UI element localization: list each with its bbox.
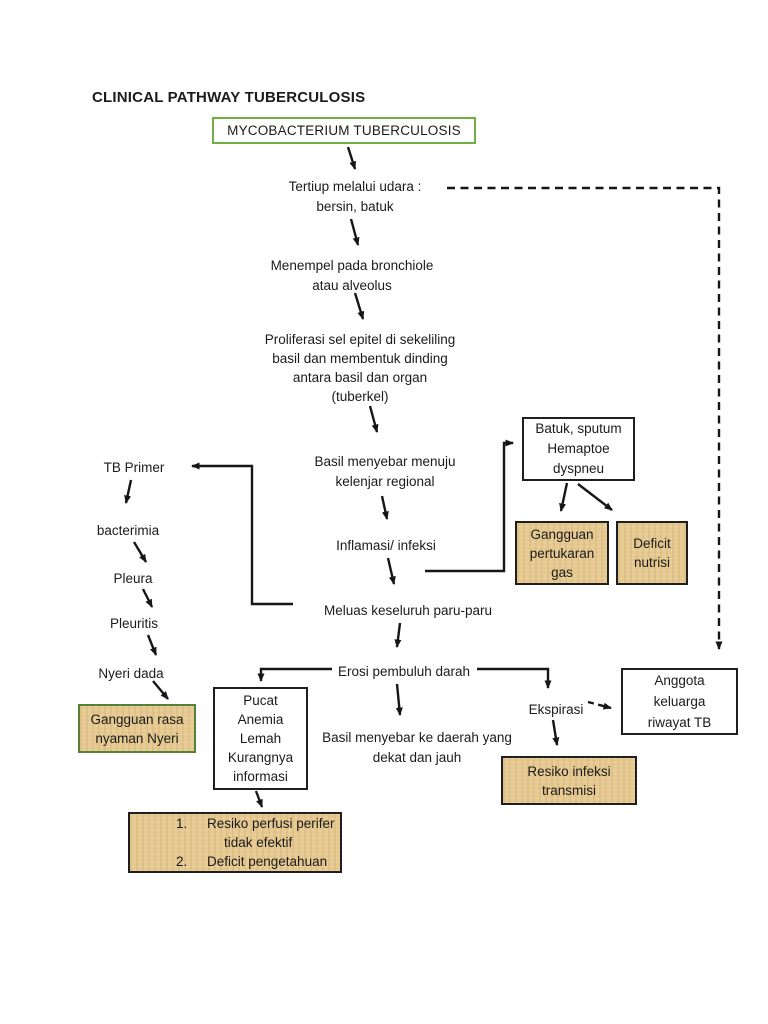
node-resiko-transmisi-box: Resiko infeksi transmisi [501,756,637,805]
elbow-inflamasi-to-batuk-box [425,439,514,573]
text-line: informasi [233,769,288,784]
text-line: keluarga [653,694,706,709]
node-label: MYCOBACTERIUM TUBERCULOSIS [227,123,461,138]
arrow-tertiup-to-menempel [349,218,360,246]
node-diagnosis-list-box: 1. Resiko perfusi perifer tidak efektif … [128,812,342,873]
page-title: CLINICAL PATHWAY TUBERCULOSIS [92,89,366,106]
text-line: (tuberkel) [331,389,389,404]
node-pleuritis: Pleuritis [109,616,158,631]
node-gangguan-nyeri-box: Gangguan rasa nyaman Nyeri [78,704,196,753]
node-basil-daerah: Basil menyebar ke daerah yang dekat dan … [316,728,518,768]
node-anggota-keluarga-box: Anggota keluarga riwayat TB [621,668,738,735]
text-line: Lemah [239,731,282,746]
text-line: Tertiup melalui udara : [288,179,422,194]
node-batuk-box: Batuk, sputum Hemaptoe dyspneu [522,417,635,481]
arrow-batuk-to-deficit-nutrisi [577,483,613,511]
arrow-pleuritis-to-nyeridada [146,634,158,656]
text-line: nyaman Nyeri [95,730,179,746]
text-line: Proliferasi sel epitel di sekeliling [264,332,456,347]
text-line: Deficit pengetahuan [207,854,328,869]
arrow-tbprimer-to-bacterimia [124,479,133,504]
text-line: Basil menyebar menuju [314,454,456,469]
node-meluas: Meluas keseluruh paru-paru [323,603,493,618]
arrow-nyeridada-to-gangguan-nyeri [152,680,169,700]
node-ekspirasi: Ekspirasi [528,702,584,717]
node-inflamasi: Inflamasi/ infeksi [336,538,436,553]
text-line: Kurangnya [227,750,294,765]
text-line: antara basil dan organ [292,370,428,385]
node-gangguan-gas-box: Gangguan pertukaran gas [515,521,609,585]
text-line: Gangguan [530,526,594,542]
arrow-basil-regional-to-inflamasi [380,495,389,520]
arrow-proliferasi-to-basil-regional [368,405,379,433]
node-mycobacterium-box: MYCOBACTERIUM TUBERCULOSIS [212,117,476,144]
node-tertiup: Tertiup melalui udara : bersin, batuk [255,177,455,217]
node-nyeri-dada: Nyeri dada [98,666,164,681]
arrow-pucat-to-diagnosis-box [254,790,264,808]
node-pleura: Pleura [113,571,153,586]
arrow-meluas-to-erosi [394,622,402,648]
text-line: dyspneu [552,461,605,476]
node-erosi: Erosi pembuluh darah [337,664,471,679]
text-line: kelenjar regional [335,474,435,489]
text-line: gas [551,564,573,580]
elbow-meluas-to-tbprimer [191,462,293,606]
arrow-bacterimia-to-pleura [132,541,148,563]
text-line: tidak efektif [224,835,293,850]
node-pucat-box: Pucat Anemia Lemah Kurangnya informasi [213,687,308,790]
text-line: Hemaptoe [547,441,610,456]
arrow-pleura-to-pleuritis [141,588,154,608]
text-line: Anggota [654,673,705,688]
diagnosis-item-1: 1. Resiko perfusi perifer [176,814,335,833]
text-line: Menempel pada bronchiole [270,258,434,273]
list-number: 1. [176,816,188,831]
dashed-ekspirasi-to-anggota [587,700,612,710]
text-line: dekat dan jauh [372,750,462,765]
node-menempel: Menempel pada bronchiole atau alveolus [252,256,452,296]
arrow-batuk-to-gangguan-gas [559,482,569,512]
text-line: Resiko perfusi perifer [207,816,335,831]
node-deficit-nutrisi-box: Deficit nutrisi [616,521,688,585]
text-line: nutrisi [633,555,670,570]
text-line: Pucat [243,693,278,708]
text-line: Basil menyebar ke daerah yang [322,730,512,745]
text-line: Gangguan rasa [90,711,184,727]
arrow-erosi-to-basil-daerah [395,683,403,716]
text-line: riwayat TB [647,715,712,730]
text-line: atau alveolus [312,278,392,293]
node-tb-primer: TB Primer [103,460,165,475]
text-line: basil dan membentuk dinding [272,351,448,366]
diagnosis-item-2: 2. Deficit pengetahuan [176,852,327,871]
text-line: Batuk, sputum [535,421,622,436]
arrow-myco-to-tertiup [346,146,357,170]
elbow-erosi-to-pucat-box [257,667,332,682]
list-number: 2. [176,854,188,869]
text-line: Deficit [633,536,671,551]
elbow-erosi-to-ekspirasi [477,667,552,689]
node-proliferasi: Proliferasi sel epitel di sekeliling bas… [244,330,476,406]
dashed-tertiup-to-anggota [447,186,723,650]
node-bacterimia: bacterimia [96,523,160,538]
text-line: pertukaran [529,545,595,561]
text-line: Resiko infeksi [527,763,611,779]
node-basil-regional: Basil menyebar menuju kelenjar regional [285,452,485,492]
text-line: Anemia [237,712,284,727]
arrow-inflamasi-to-meluas [386,557,396,585]
arrow-ekspirasi-to-resiko-transmisi [551,719,560,746]
arrow-menempel-to-proliferasi [353,292,365,320]
text-line: bersin, batuk [316,199,394,214]
text-line: transmisi [541,782,596,798]
